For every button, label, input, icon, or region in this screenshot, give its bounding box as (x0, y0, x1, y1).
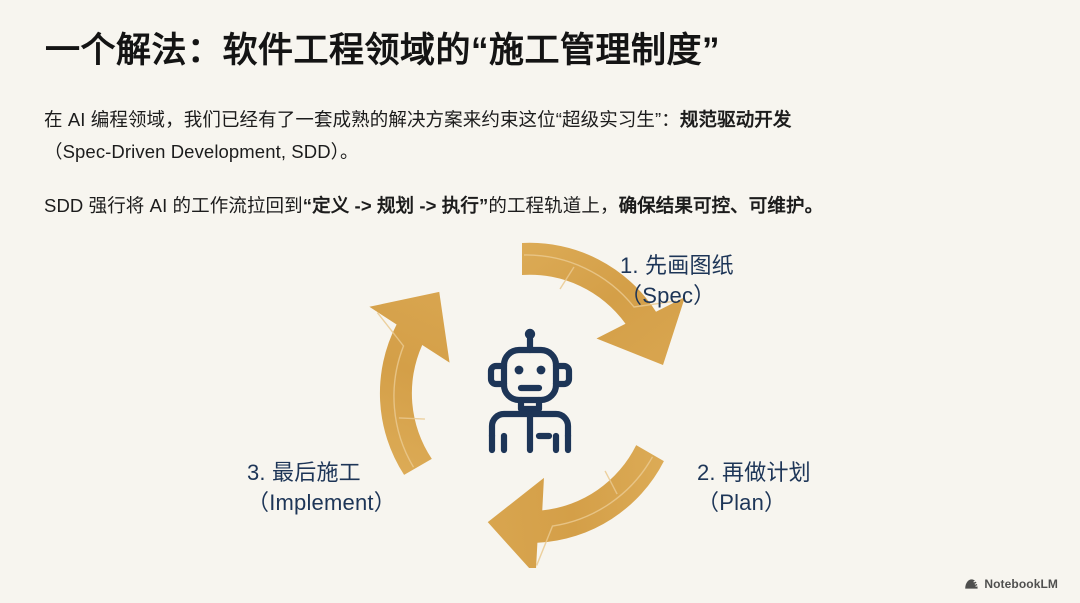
cycle-step-label-3: 3. 最后施工 （Implement） (247, 458, 396, 518)
cycle-step-1-line1: 1. 先画图纸 (620, 253, 734, 278)
paragraph-2-segment-4-bold: 确保结果可控、可维护。 (618, 195, 824, 216)
cycle-step-1-line2: （Spec） (620, 283, 716, 308)
paragraph-2-segment-2-bold: “定义 -> 规划 -> 执行” (302, 195, 489, 216)
paragraph-2-segment-1: SDD 强行将 AI 的工作流拉回到 (44, 195, 303, 216)
body-text-block: 在 AI 编程领域，我们已经有了一套成熟的解决方案来约束这位“超级实习生”：规范… (44, 104, 1044, 222)
notebooklm-watermark-label: NotebookLM (984, 577, 1058, 591)
paragraph-1-segment-3: （Spec-Driven Development, SDD）。 (44, 141, 359, 162)
robot-icon (487, 328, 573, 454)
cycle-step-3-line1: 3. 最后施工 (247, 460, 361, 485)
cycle-step-label-1: 1. 先画图纸 （Spec） (620, 251, 734, 311)
cycle-step-2-line2: （Plan） (697, 490, 787, 515)
cycle-diagram (300, 218, 760, 568)
notebooklm-logo-icon (965, 579, 980, 589)
cycle-step-2-line1: 2. 再做计划 (697, 460, 811, 485)
notebooklm-watermark: NotebookLM (964, 577, 1058, 591)
cycle-step-3-line2: （Implement） (247, 490, 396, 515)
page-title: 一个解法：软件工程领域的“施工管理制度” (45, 31, 721, 70)
paragraph-2-segment-3: 的工程轨道上， (488, 195, 619, 216)
paragraph-1-segment-1: 在 AI 编程领域，我们已经有了一套成熟的解决方案来约束这位“超级实习生”： (44, 109, 680, 130)
paragraph-2: SDD 强行将 AI 的工作流拉回到“定义 -> 规划 -> 执行”的工程轨道上… (44, 190, 1044, 222)
cycle-step-label-2: 2. 再做计划 （Plan） (697, 458, 811, 518)
paragraph-1: 在 AI 编程领域，我们已经有了一套成熟的解决方案来约束这位“超级实习生”：规范… (44, 104, 1044, 168)
paragraph-1-segment-2-bold: 规范驱动开发 (679, 109, 792, 130)
cycle-arrow-3 (322, 272, 510, 476)
